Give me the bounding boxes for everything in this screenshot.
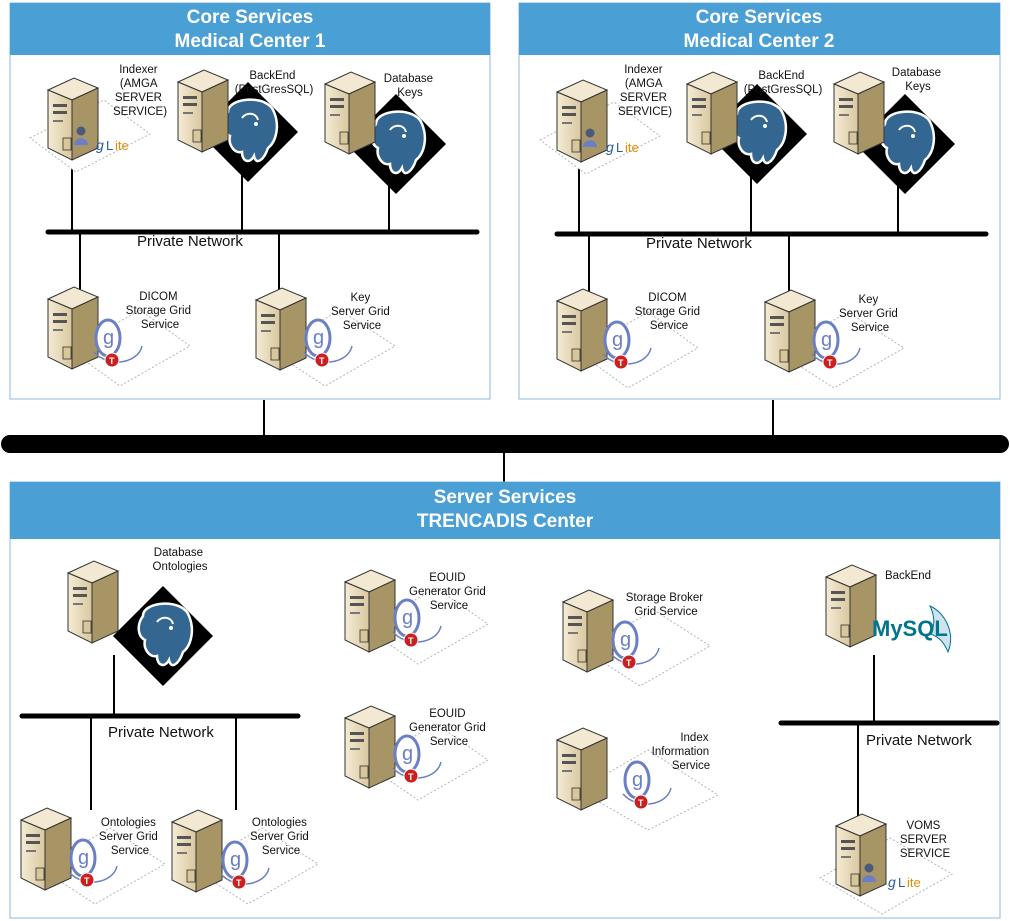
node-label: Ontologies Server Grid Service	[250, 817, 312, 857]
node-database-keys: Database Keys	[324, 71, 448, 196]
node-label: Key Server Grid Service	[331, 292, 393, 332]
node-eouid-generator-1: EOUID Generator Grid Service	[344, 569, 489, 665]
node-label: Database Keys	[892, 67, 944, 93]
node-label: DICOM Storage Grid Service	[126, 291, 194, 331]
node-label: DICOM Storage Grid Service	[635, 292, 703, 332]
panel-subtitle: Medical Center 1	[175, 31, 326, 52]
private-network-label: Private Network	[108, 724, 214, 741]
node-label: BackEnd (PostGresSQL)	[235, 70, 314, 96]
glite-icon	[606, 139, 639, 155]
panel-title: Core Services	[696, 7, 823, 28]
node-label: BackEnd (PostGresSQL)	[744, 70, 823, 96]
node-database-ontologies: Database Ontologies	[67, 547, 215, 688]
node-indexer: Indexer (AMGA SERVER SERVICE)	[29, 64, 167, 173]
node-label: VOMS SERVER SERVICE	[900, 820, 951, 860]
node-label: Storage Broker Grid Service	[626, 592, 707, 618]
node-index-information: Index Information Service	[556, 727, 720, 831]
node-backend-postgres: BackEnd (PostGresSQL)	[177, 69, 314, 184]
private-network-label: Private Network	[866, 732, 972, 749]
node-label: Indexer (AMGA SERVER SERVICE)	[113, 64, 167, 118]
node-ontologies-server-1: Ontologies Server Grid Service	[20, 807, 166, 905]
panel-trencadis-center: Server Services TRENCADIS Center Private…	[9, 481, 1001, 919]
private-network-label: Private Network	[646, 235, 752, 252]
mysql-dolphin-icon: MySQL	[872, 605, 952, 654]
node-dicom-storage: DICOM Storage Grid Service	[47, 286, 194, 387]
node-label: EOUID Generator Grid Service	[409, 708, 489, 748]
panel-header	[519, 3, 1000, 55]
panel-medical-center-1: Core Services Medical Center 1 Private N…	[9, 2, 491, 400]
panel-title: Server Services	[434, 487, 577, 508]
backbone-network	[1, 400, 1009, 482]
node-label: Index Information Service	[652, 732, 713, 772]
node-voms-server: VOMS SERVER SERVICE	[818, 813, 954, 915]
mysql-logo-text: MySQL	[872, 616, 948, 641]
node-label: Indexer (AMGA SERVER SERVICE)	[618, 64, 672, 118]
panel-header	[10, 3, 490, 55]
node-ontologies-server-2: Ontologies Server Grid Service	[171, 809, 319, 905]
node-label: Database Ontologies	[153, 547, 208, 573]
node-dicom-storage: DICOM Storage Grid Service	[556, 288, 703, 389]
node-label: Database Keys	[384, 73, 436, 99]
panel-subtitle: Medical Center 2	[684, 31, 835, 52]
panel-medical-center-2: Core Services Medical Center 2 Private N…	[518, 2, 1001, 400]
glite-icon	[96, 137, 129, 153]
node-label: EOUID Generator Grid Service	[409, 572, 489, 612]
glite-icon	[888, 874, 921, 890]
node-label: BackEnd	[885, 570, 931, 582]
panel-header	[10, 482, 1000, 539]
private-network-label: Private Network	[137, 233, 243, 250]
node-label: Ontologies Server Grid Service	[99, 817, 161, 857]
panel-subtitle: TRENCADIS Center	[417, 511, 594, 532]
node-backend-mysql: MySQL BackEnd	[825, 564, 952, 654]
node-key-server: Key Server Grid Service	[764, 289, 905, 389]
node-key-server: Key Server Grid Service	[255, 287, 396, 387]
node-indexer: Indexer (AMGA SERVER SERVICE)	[539, 64, 672, 175]
node-database-keys: Database Keys	[833, 67, 957, 196]
node-storage-broker: Storage Broker Grid Service	[562, 589, 711, 687]
node-backend-postgres: BackEnd (PostGresSQL)	[686, 70, 823, 186]
node-eouid-generator-2: EOUID Generator Grid Service	[344, 705, 489, 801]
node-label: Key Server Grid Service	[839, 294, 901, 334]
panel-title: Core Services	[187, 7, 314, 28]
